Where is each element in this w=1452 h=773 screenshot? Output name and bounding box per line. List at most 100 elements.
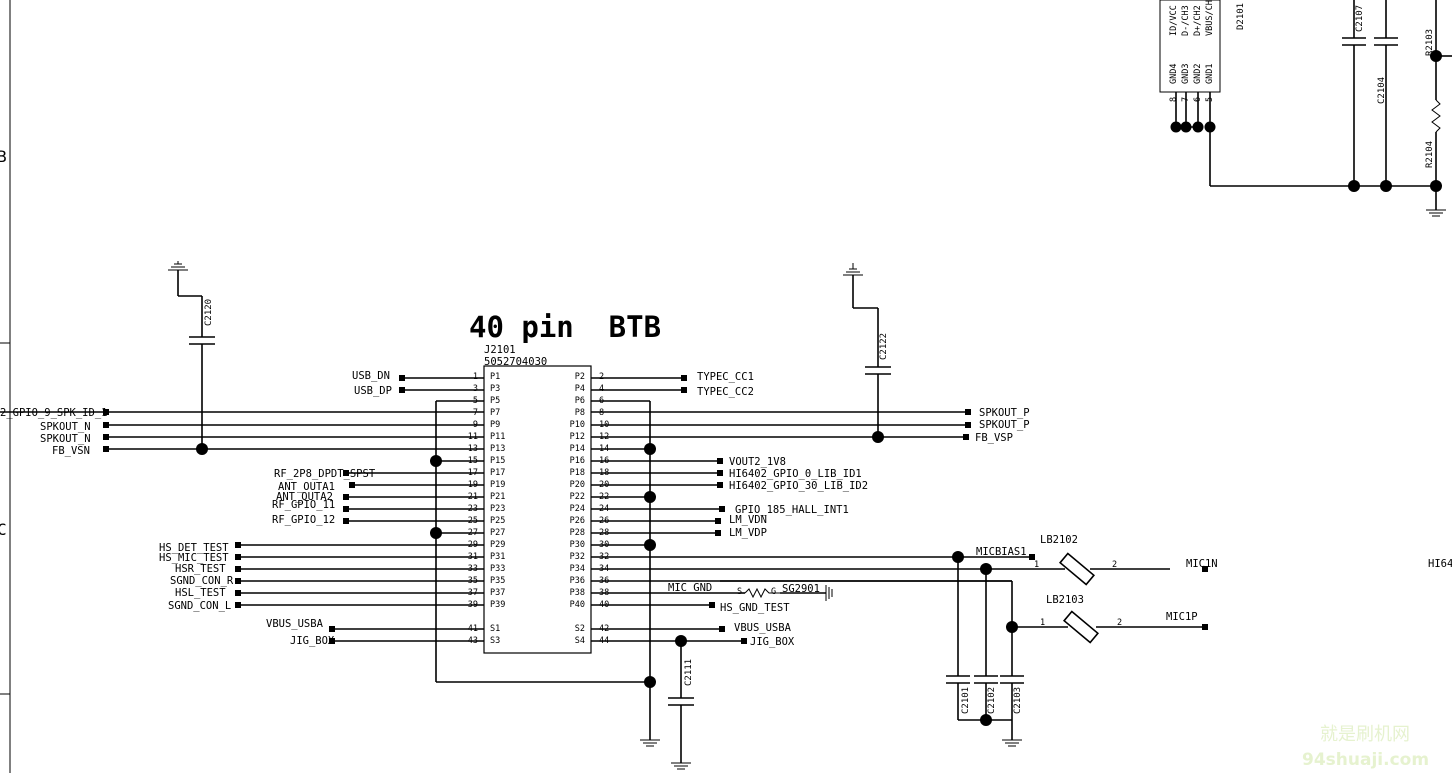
connector-part: 5052704030	[484, 356, 547, 368]
c2104-label: C2104	[1377, 77, 1387, 104]
lb2102-pin2: 2	[1112, 560, 1117, 570]
pin-name: P10	[570, 420, 585, 430]
pin-name: P37	[490, 588, 505, 598]
pin-name: P30	[570, 540, 585, 550]
pin-name: P3	[490, 384, 500, 394]
pin-number: 1	[473, 372, 478, 382]
pin-name: P27	[490, 528, 505, 538]
sg-g-label: G	[771, 587, 776, 597]
pin-name: P6	[575, 396, 585, 406]
net-hs-gnd: HS_GND_TEST	[720, 602, 790, 614]
net-typec-cc2: TYPEC_CC2	[697, 386, 754, 398]
ground-icon	[640, 739, 660, 747]
chip-pin-label: GND2	[1193, 64, 1203, 84]
watermark-url: 94shuaji.com	[1302, 750, 1429, 770]
pin-name: P36	[570, 576, 585, 586]
component-labels: C2122 C2111 C2101 C2102 C2103 LB2102 LB2…	[684, 333, 1452, 714]
pin-name: P2	[575, 372, 585, 382]
chip-pin-label: D-/CH3	[1181, 5, 1191, 36]
net-hall: GPIO_185_HALL_INT1	[735, 504, 849, 516]
net-terminals	[103, 375, 1208, 644]
pin-name: P28	[570, 528, 585, 538]
net-usb-dp: USB_DP	[354, 385, 392, 397]
net-mic-gnd: MIC_GND	[668, 582, 712, 594]
net-ant1: ANT_OUTA1	[278, 481, 335, 493]
chip-pin-label: GND4	[1169, 64, 1179, 84]
schematic-title: 40 pin BTB	[469, 310, 661, 344]
lb2103-label: LB2103	[1046, 594, 1084, 606]
sg2901-label: SG2901	[782, 583, 820, 595]
net-jig-left: JIG_BOX	[290, 635, 335, 647]
pin-number: 2	[599, 372, 604, 382]
pin-name: P7	[490, 408, 500, 418]
pin-number: 3	[473, 384, 478, 394]
pin-name: P21	[490, 492, 505, 502]
left-wires	[0, 270, 650, 683]
junction-dots	[196, 431, 1018, 726]
r2103-label: R2103	[1425, 29, 1435, 56]
c2107-label: C2107	[1355, 5, 1365, 32]
top-right-circuit	[1159, 0, 1452, 210]
pin-name: P19	[490, 480, 505, 490]
pin-name: P12	[570, 432, 585, 442]
net-sgnd-l: SGND_CON_L	[168, 600, 231, 612]
pin-name: P18	[570, 468, 585, 478]
junction-dots	[1170, 50, 1442, 192]
pin-name: P4	[575, 384, 585, 394]
pin-name: P22	[570, 492, 585, 502]
net-gpio9: 2_GPIO_9_SPK_ID_1	[0, 407, 107, 419]
chip-pin-number: 5	[1205, 97, 1215, 102]
pin-name: P34	[570, 564, 585, 574]
net-hsl: HSL_TEST	[175, 587, 226, 599]
ground-icon	[671, 762, 691, 770]
pin-name: P23	[490, 504, 505, 514]
pin-name: P9	[490, 420, 500, 430]
pin-number: 7	[473, 408, 478, 418]
pin-name: P31	[490, 552, 505, 562]
watermark-cn: 就是刷机网	[1320, 724, 1410, 745]
pin-name: P33	[490, 564, 505, 574]
net-lm-vdp: LM_VDP	[729, 527, 767, 539]
c2102-label: C2102	[987, 687, 997, 714]
chip-pin-number: 8	[1169, 97, 1179, 102]
chip-pin-label: D+/CH2	[1193, 5, 1203, 36]
pin-name: P11	[490, 432, 505, 442]
pin-number: 4	[599, 384, 604, 394]
pin-name: P39	[490, 600, 505, 610]
pin-name: P8	[575, 408, 585, 418]
net-sgnd-r: SGND_CON_R	[170, 575, 234, 587]
ground-icon	[168, 261, 188, 271]
net-micbias1: MICBIAS1	[976, 546, 1027, 558]
ferrite-bead-lb2102	[1058, 552, 1096, 586]
net-hs-det: HS_DET_TEST	[159, 542, 229, 554]
pin-name: P40	[570, 600, 585, 610]
pin-name: P26	[570, 516, 585, 526]
net-lib-id1: HI6402_GPIO_0_LIB_ID1	[729, 468, 862, 480]
lb2103-pin1: 1	[1040, 618, 1045, 628]
pin-name: P25	[490, 516, 505, 526]
pin-name: P13	[490, 444, 505, 454]
pin-name: P32	[570, 552, 585, 562]
pin-name: P35	[490, 576, 505, 586]
pin-name: P16	[570, 456, 585, 466]
net-rf11: RF_GPIO_11	[272, 499, 335, 511]
net-vbus-right: VBUS_USBA	[734, 622, 792, 634]
c2103-label: C2103	[1013, 687, 1023, 714]
c2120-label: C2120	[204, 299, 214, 326]
ground-icon	[1426, 209, 1446, 217]
c2111-label: C2111	[684, 659, 694, 686]
lb2103-pin2: 2	[1117, 618, 1122, 628]
net-lib-id2: HI6402_GPIO_30_LIB_ID2	[729, 480, 868, 492]
left-net-labels: USB_DN USB_DP 2_GPIO_9_SPK_ID_1 SPKOUT_N…	[0, 370, 392, 647]
zone-label-b: B	[0, 147, 7, 166]
pin-number: 8	[599, 408, 604, 418]
ferrite-bead-lb2103	[1062, 610, 1100, 644]
pin-name: S4	[575, 636, 585, 646]
pin-name: P5	[490, 396, 500, 406]
right-wires	[591, 275, 1205, 763]
pin-name: P1	[490, 372, 500, 382]
pin-name: S2	[575, 624, 585, 634]
pin-name: S1	[490, 624, 500, 634]
pin-name: P20	[570, 480, 585, 490]
